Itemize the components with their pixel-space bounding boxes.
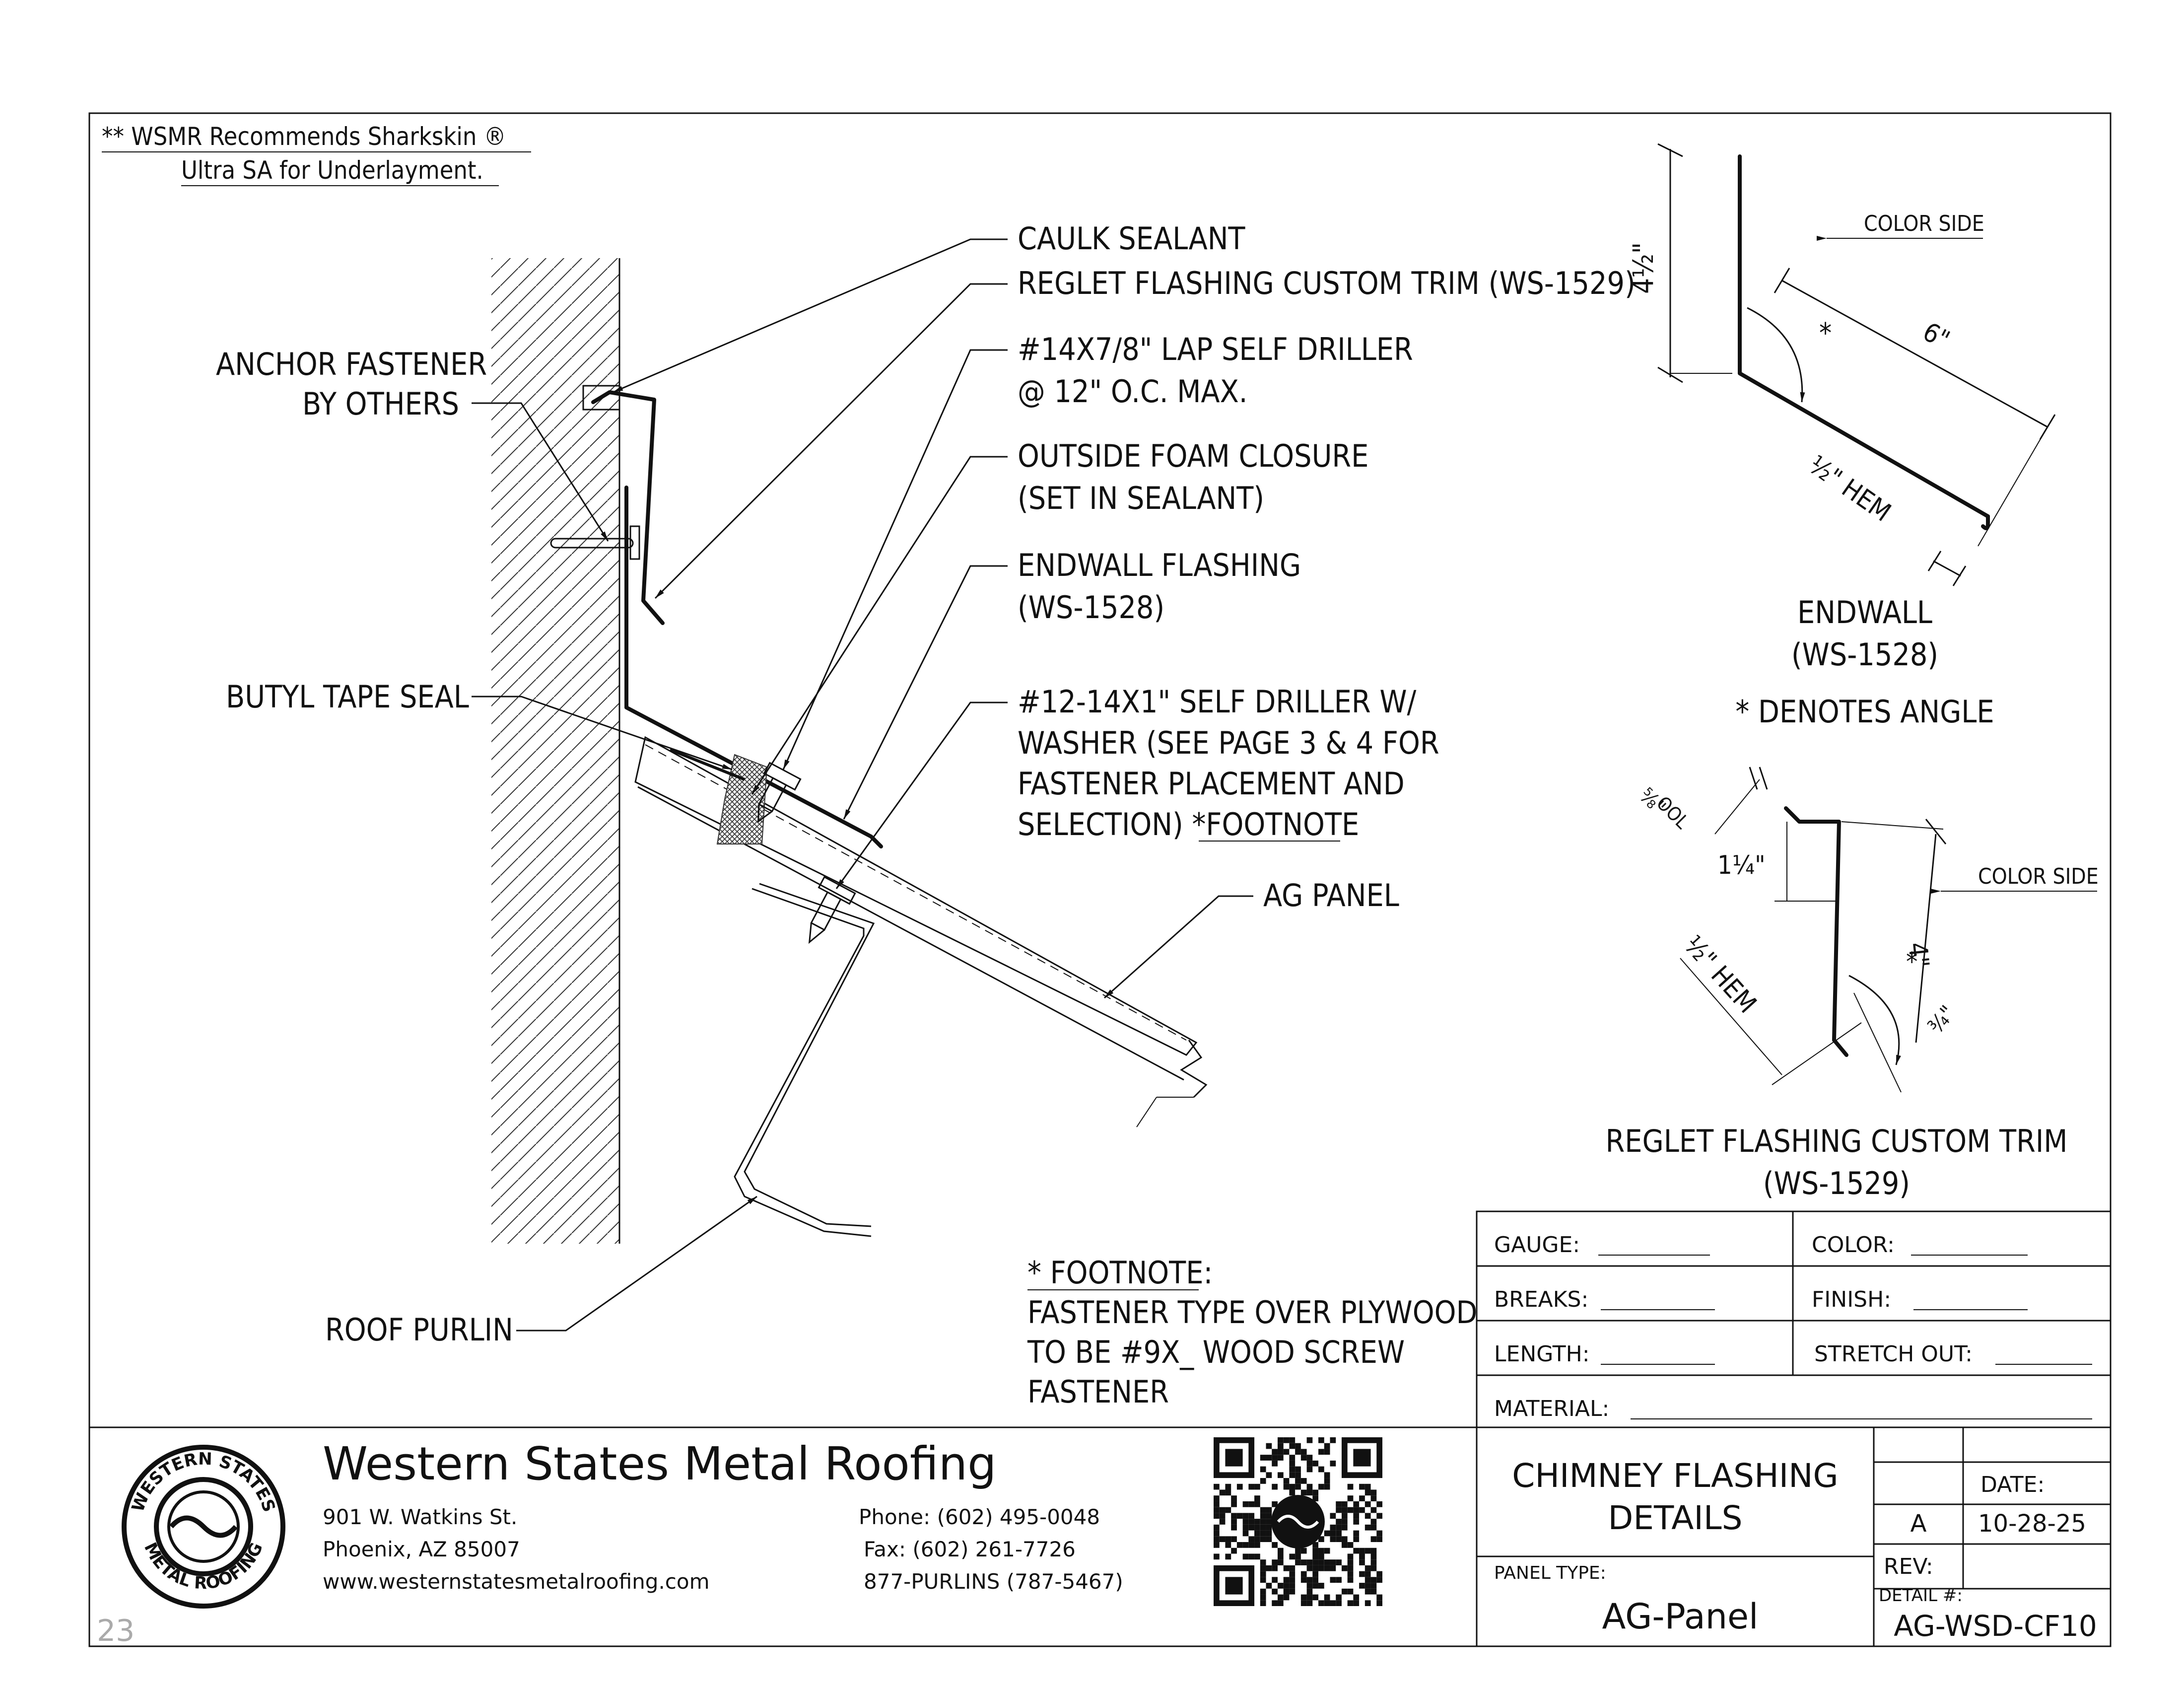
note-line-2: Ultra SA for Underlayment. (181, 156, 483, 185)
company-address-1: 901 W. Watkins St. (323, 1505, 517, 1529)
company-logo: WESTERN STATES METAL ROOFING (122, 1445, 285, 1609)
callout-self-driller-4: SELECTION) *FOOTNOTE (1018, 806, 1359, 843)
footnote-line-2: TO BE #9X_ WOOD SCREW (1027, 1334, 1405, 1370)
company-fax: Fax: (602) 261-7726 (864, 1537, 1076, 1561)
date-label: DATE: (1980, 1472, 2045, 1497)
callout-caulk: CAULK SEALANT (1018, 220, 1245, 257)
reglet-profile-shape (1784, 806, 1848, 1057)
callout-lap-driller-1: #14X7/8" LAP SELF DRILLER (1018, 331, 1413, 367)
callout-butyl: BUTYL TAPE SEAL (226, 679, 469, 715)
title-block: CHIMNEY FLASHING DETAILS PANEL TYPE: AG-… (1476, 1427, 2111, 1646)
spec-stretch-out-label: STRETCH OUT: (1814, 1341, 1973, 1367)
reglet-flashing (591, 390, 665, 625)
underlayment-note: ** WSMR Recommends Sharkskin ® Ultra SA … (102, 122, 531, 186)
spec-material-label: MATERIAL: (1494, 1396, 1609, 1421)
rev-label: REV: (1884, 1554, 1933, 1579)
page-number: 23 (97, 1614, 135, 1648)
callout-self-driller-1: #12-14X1" SELF DRILLER W/ (1018, 684, 1416, 720)
spec-table: GAUGE: COLOR: BREAKS: FINISH: LENGTH: ST… (1476, 1210, 2112, 1428)
logo-text-bottom: METAL ROOFING (140, 1540, 267, 1594)
reglet-dim-hem: ½" HEM (1678, 930, 1762, 1019)
footnote-line-3: FASTENER (1027, 1374, 1169, 1410)
endwall-dim-length: 6" (1918, 317, 1954, 355)
qr-code[interactable] (1214, 1437, 1382, 1606)
endwall-title-2: (WS-1528) (1791, 636, 1938, 673)
endwall-profile: 4½" 6" ½" HEM * COLOR SIDE ENDWALL (WS-1… (1628, 143, 2056, 730)
company-address-2: Phoenix, AZ 85007 (323, 1537, 520, 1561)
reglet-title-1: REGLET FLASHING CUSTOM TRIM (1606, 1123, 2068, 1159)
spec-color-label: COLOR: (1812, 1232, 1895, 1258)
drawing-title-1: CHIMNEY FLASHING (1512, 1457, 1838, 1495)
callouts: CAULK SEALANT REGLET FLASHING CUSTOM TRI… (216, 220, 1636, 1348)
endwall-angle-mark: * (1819, 317, 1832, 350)
reglet-slot (582, 385, 620, 411)
callout-anchor-1: ANCHOR FASTENER (216, 346, 487, 382)
butyl-tape (669, 748, 746, 781)
reglet-title-2: (WS-1529) (1763, 1165, 1910, 1201)
endwall-title-1: ENDWALL (1797, 594, 1932, 631)
logo-text-bottom-path: METAL ROOFING (140, 1540, 267, 1594)
angle-note: * DENOTES ANGLE (1735, 694, 1994, 730)
callout-purlin: ROOF PURLIN (325, 1312, 513, 1348)
spec-gauge-label: GAUGE: (1494, 1232, 1580, 1258)
spec-length-label: LENGTH: (1494, 1341, 1590, 1367)
anchor-fastener (550, 525, 640, 560)
endwall-profile-shape (1738, 154, 1990, 518)
company-name: Western States Metal Roofing (323, 1437, 997, 1490)
panel-type-value: AG-Panel (1602, 1596, 1759, 1637)
note-line-1: ** WSMR Recommends Sharkskin ® (102, 122, 506, 151)
rev-letter: A (1911, 1510, 1927, 1538)
panel-type-label: PANEL TYPE: (1494, 1563, 1606, 1583)
footnote-line-1: FASTENER TYPE OVER PLYWOOD (1027, 1294, 1477, 1331)
footnote: * FOOTNOTE: FASTENER TYPE OVER PLYWOOD T… (1027, 1255, 1477, 1410)
chimney-section-drawing (491, 258, 1208, 1244)
callout-reglet: REGLET FLASHING CUSTOM TRIM (WS-1529) (1018, 265, 1636, 301)
endwall-dim-hem: ½" HEM (1803, 450, 1896, 527)
endwall-color-side: COLOR SIDE (1864, 211, 1984, 236)
callout-endwall-2: (WS-1528) (1018, 589, 1164, 626)
spec-breaks-label: BREAKS: (1494, 1287, 1588, 1312)
reglet-color-side: COLOR SIDE (1978, 864, 2099, 889)
date-value: 10-28-25 (1978, 1510, 2086, 1538)
drawing-title-2: DETAILS (1608, 1499, 1743, 1537)
detail-number: AG-WSD-CF10 (1894, 1609, 2097, 1643)
endwall-dim-height: 4½" (1628, 242, 1660, 294)
lap-self-driller (757, 762, 802, 823)
reglet-angle-mark: * (1906, 947, 1917, 977)
callout-anchor-2: BY OTHERS (302, 386, 459, 422)
callout-self-driller-3: FASTENER PLACEMENT AND (1018, 766, 1405, 802)
reglet-dim-leg: 1¼" (1717, 850, 1766, 880)
chimney-wall (491, 258, 619, 1244)
company-website[interactable]: www.westernstatesmetalroofing.com (323, 1569, 710, 1594)
callout-self-driller-4a: SELECTION) * (1018, 806, 1206, 843)
callout-ag-panel: AG PANEL (1263, 877, 1399, 914)
callout-footnote-ref: FOOTNOTE (1206, 806, 1359, 843)
callout-endwall-1: ENDWALL FLASHING (1018, 547, 1301, 583)
callout-foam-2: (SET IN SEALANT) (1018, 480, 1264, 516)
reglet-dim-body: 4" (1902, 941, 1934, 969)
outside-foam-closure (716, 754, 768, 844)
panel-self-driller (808, 876, 856, 944)
sheet-border (88, 112, 2112, 1647)
callout-foam-1: OUTSIDE FOAM CLOSURE (1018, 438, 1368, 474)
spec-finish-label: FINISH: (1812, 1287, 1891, 1312)
roof-purlin (734, 888, 872, 1237)
reglet-dim-tail: ¾" (1923, 1001, 1960, 1039)
footnote-title: * FOOTNOTE: (1027, 1255, 1213, 1291)
company-phone: Phone: (602) 495-0048 (859, 1505, 1100, 1529)
callout-lap-driller-2: @ 12" O.C. MAX. (1018, 373, 1248, 410)
detail-label: DETAIL #: (1879, 1586, 1963, 1606)
reglet-profile: ⅝" OOL 1¼" 4" * ½" HEM ¾" COLOR SIDE REG… (1606, 767, 2099, 1201)
company-tollfree: 877-PURLINS (787-5467) (864, 1569, 1123, 1594)
company-block: WESTERN STATES METAL ROOFING Western Sta… (97, 1437, 1382, 1648)
callout-self-driller-2: WASHER (SEE PAGE 3 & 4 FOR (1018, 725, 1439, 761)
